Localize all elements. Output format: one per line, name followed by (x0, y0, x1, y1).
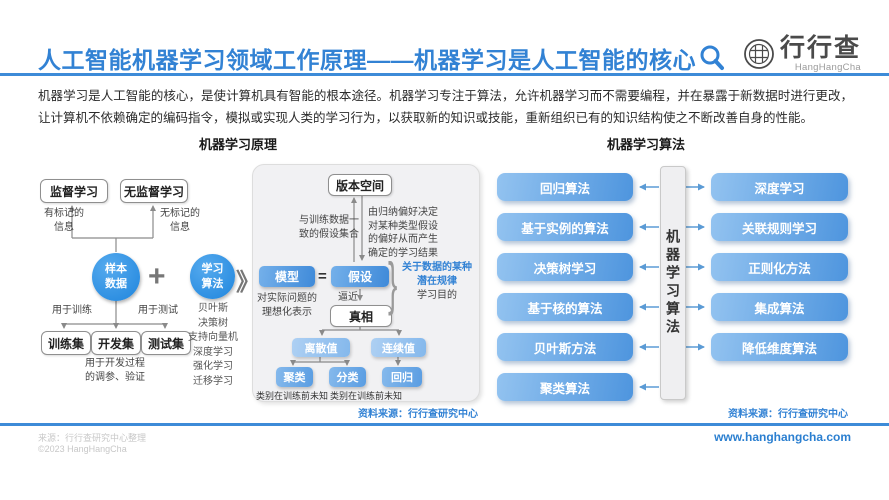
node-training-set: 训练集 (41, 331, 91, 355)
node-learning-algorithm: 学习算法 (190, 254, 235, 299)
node-classification: 分类 (329, 367, 366, 387)
algo-box-association-rule: 关联规则学习 (711, 213, 848, 241)
intro-paragraph: 机器学习是人工智能的核心，是使计算机具有智能的根本途径。机器学习专注于算法，允许… (38, 89, 853, 125)
note-latent-law: 关于数据的某种潜在规律 (402, 262, 472, 287)
algo-box-instance-based: 基于实例的算法 (497, 213, 633, 241)
footer-credit-line1: 来源：行行查研究中心整理 (38, 433, 147, 443)
node-regression: 回归 (382, 367, 422, 387)
node-continuous-value: 连续值 (371, 338, 426, 357)
node-test-set: 测试集 (141, 331, 191, 355)
magnifier-icon (700, 45, 724, 70)
section-title-algorithms: 机器学习算法 (606, 137, 685, 152)
header: 人工智能机器学习领域工作原理——机器学习是人工智能的核心 (38, 41, 726, 75)
note-learning-purpose: 学习目的 (417, 290, 457, 301)
note-dev-purpose: 用于开发过程的调参、验证 (85, 358, 145, 383)
logo-text: 行行查 (779, 34, 861, 62)
list-item: 强化学习 (193, 361, 233, 372)
algo-box-bayesian: 贝叶斯方法 (497, 333, 633, 361)
list-item: 决策树 (198, 317, 228, 329)
algo-box-deep-learning: 深度学习 (711, 173, 848, 201)
brace-glyph: } (388, 249, 398, 316)
algo-box-dimensionality-reduction: 降低维度算法 (711, 333, 848, 361)
node-version-space: 版本空间 (328, 174, 392, 196)
node-sample-data: 样本数据 (92, 253, 140, 301)
node-unsupervised: 无监督学习 (120, 179, 188, 203)
node-discrete-value: 离散值 (292, 338, 350, 357)
note-for-testing: 用于测试 (138, 305, 178, 316)
algo-box-kernel-based: 基于核的算法 (497, 293, 633, 321)
note-model-meaning: 对实际问题的理想化表示 (257, 293, 317, 318)
list-item: 支持向量机 (188, 332, 238, 343)
equals-sign: = (318, 268, 327, 285)
note-approximate: 逼近 (338, 292, 358, 303)
algorithm-examples-list: 贝叶斯 决策树 支持向量机 深度学习 强化学习 迁移学习 (186, 302, 240, 389)
source-algorithms: 资料来源：行行查研究中心 (728, 409, 848, 420)
footer-divider (0, 423, 889, 426)
note-hypothesis-set: 与训练数据一致的假设集合 (299, 215, 359, 240)
center-bar-ml-algorithms: 机器学习算法 (660, 166, 686, 400)
node-model: 模型 (259, 266, 315, 287)
logo-subtext: HangHangCha (794, 62, 861, 73)
footer-credit-line2: ©2023 HangHangCha (38, 444, 127, 454)
caption-clustering: 类别在训练前未知 (256, 391, 329, 401)
algo-box-regression: 回归算法 (497, 173, 633, 201)
logo-emblem-icon (744, 39, 774, 70)
node-supervised: 监督学习 (40, 179, 108, 203)
node-clustering: 聚类 (276, 367, 313, 387)
note-inductive-bias: 由归纳偏好决定对某种类型假设的偏好从而产生确定的学习结果 (368, 207, 438, 259)
note-for-training: 用于训练 (52, 305, 92, 316)
node-dev-set: 开发集 (91, 331, 141, 355)
section-title-principle: 机器学习原理 (198, 137, 277, 152)
algo-box-clustering: 聚类算法 (497, 373, 633, 401)
list-item: 迁移学习 (193, 375, 233, 387)
algo-box-decision-tree: 决策树学习 (497, 253, 633, 281)
list-item: 贝叶斯 (198, 303, 228, 314)
algo-box-ensemble: 集成算法 (711, 293, 848, 321)
note-labeled-info: 有标记的信息 (44, 208, 84, 233)
website-link[interactable]: www.hanghangcha.com (714, 430, 851, 444)
note-unlabeled-info: 无标记的信息 (160, 208, 200, 233)
source-principle: 资料来源：行行查研究中心 (358, 409, 478, 420)
header-divider (0, 73, 889, 76)
list-item: 深度学习 (193, 346, 233, 358)
chevron-icon: 》 (236, 269, 260, 296)
algo-box-regularization: 正则化方法 (711, 253, 848, 281)
node-hypothesis: 假设 (331, 266, 389, 287)
node-truth: 真相 (330, 305, 392, 327)
brand-logo: 行行查 HangHangCha (742, 36, 861, 73)
caption-classification: 类别在训练前未知 (330, 391, 403, 401)
plus-sign: + (148, 260, 166, 293)
page-title: 人工智能机器学习领域工作原理——机器学习是人工智能的核心 (38, 47, 696, 73)
